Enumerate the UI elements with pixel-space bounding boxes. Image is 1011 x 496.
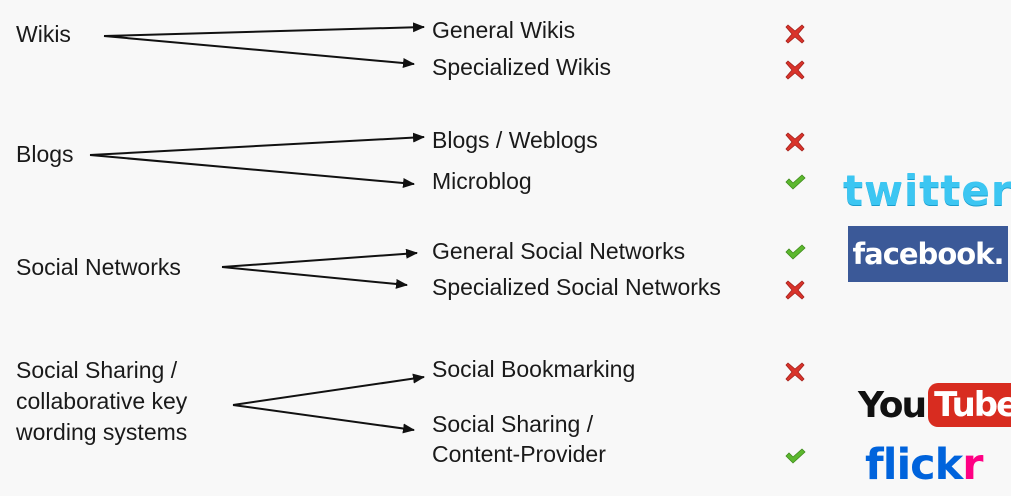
flickr-logo-pink: r xyxy=(962,440,983,490)
arrow-blogs-microblog xyxy=(89,154,415,188)
category-social-sharing-line-3: wording systems xyxy=(16,419,188,445)
check-mark-icon xyxy=(783,240,807,264)
facebook-logo: facebook. xyxy=(848,226,1008,282)
flickr-logo-blue: flick xyxy=(865,440,963,490)
cross-mark-icon xyxy=(783,130,807,154)
arrow-wikis-specialized xyxy=(103,35,415,68)
category-social-sharing-line-1: Social Sharing / xyxy=(16,357,178,383)
item-content-line-2: Content-Provider xyxy=(432,441,606,467)
arrow-sharing-bookmarking xyxy=(232,373,425,406)
item-specialized-wikis: Specialized Wikis xyxy=(432,54,611,80)
cross-mark-icon xyxy=(783,278,807,302)
youtube-logo-tube: Tube xyxy=(928,383,1011,427)
item-microblog: Microblog xyxy=(432,168,532,194)
category-social-sharing-line-2: collaborative key xyxy=(16,388,188,414)
cross-mark-icon xyxy=(783,22,807,46)
item-specialized-social-networks: Specialized Social Networks xyxy=(432,274,721,300)
category-social-networks: Social Networks xyxy=(16,254,181,280)
category-wikis: Wikis xyxy=(16,21,71,47)
arrow-blogs-weblogs xyxy=(89,132,425,156)
cross-mark-icon xyxy=(783,58,807,82)
arrow-sharing-content xyxy=(232,404,415,434)
category-blogs: Blogs xyxy=(16,141,74,167)
twitter-logo: twitter xyxy=(843,166,1011,215)
flickr-logo: flickr xyxy=(865,440,984,490)
item-blogs-weblogs: Blogs / Weblogs xyxy=(432,127,598,153)
item-social-sharing-content-provider: Social Sharing / Content-Provider xyxy=(432,409,606,469)
item-content-line-1: Social Sharing / xyxy=(432,411,594,437)
item-general-wikis: General Wikis xyxy=(432,17,576,43)
arrow-networks-general xyxy=(221,248,418,268)
arrow-wikis-general xyxy=(103,22,425,37)
check-mark-icon xyxy=(783,444,807,468)
item-social-bookmarking: Social Bookmarking xyxy=(432,356,636,382)
arrow-networks-specialized xyxy=(221,266,408,289)
cross-mark-icon xyxy=(783,360,807,384)
youtube-logo-you: You xyxy=(858,384,927,426)
check-mark-icon xyxy=(783,170,807,194)
item-general-social-networks: General Social Networks xyxy=(432,238,686,264)
category-social-sharing: Social Sharing / collaborative key wordi… xyxy=(16,355,187,448)
